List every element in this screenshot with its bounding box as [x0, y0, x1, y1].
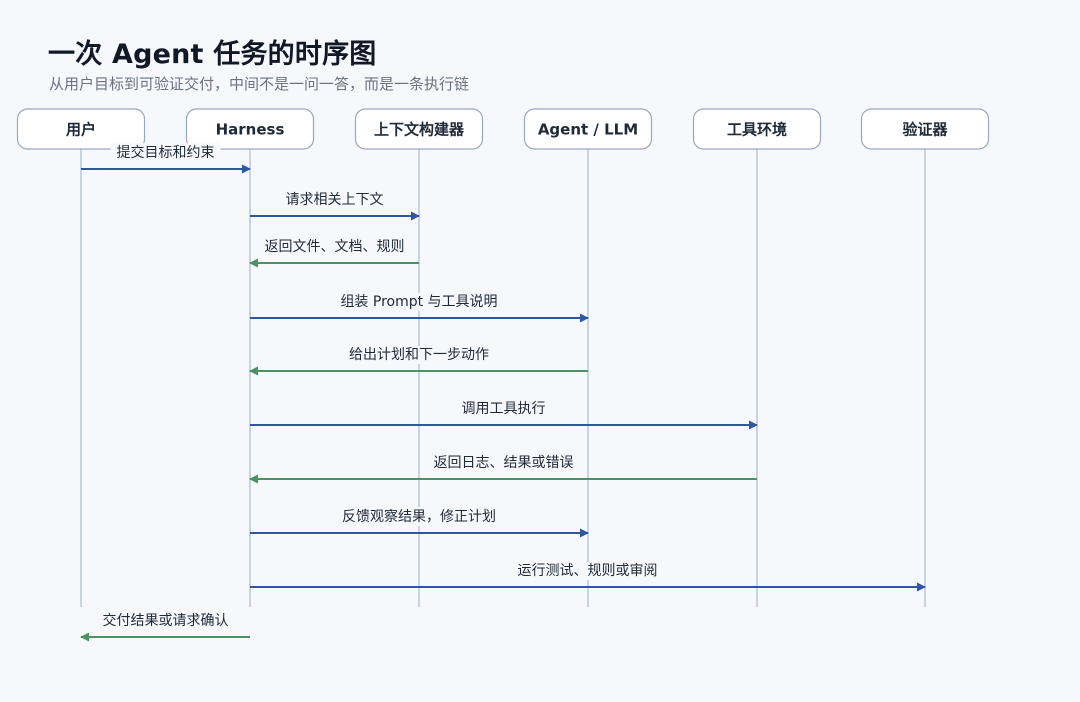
participant-box [16, 108, 146, 150]
diagram-subtitle: 从用户目标到可验证交付，中间不是一问一答，而是一条执行链 [49, 75, 470, 93]
participant-box [860, 108, 990, 150]
message-label-bg [279, 191, 390, 209]
message-label: 组装 Prompt 与工具说明 [340, 294, 497, 310]
message-label-bg [336, 507, 502, 526]
message-label: 运行测试、规则或审阅 [518, 563, 658, 579]
message-label: 交付结果或请求确认 [103, 612, 229, 629]
message-label: 提交目标和约束 [117, 144, 215, 161]
message-4: 组装 Prompt 与工具说明 [250, 293, 589, 323]
participant-box [692, 108, 822, 150]
message-label-bg [427, 454, 580, 472]
message-label-bg [96, 611, 235, 630]
participant-context: 上下文构建器 [354, 108, 484, 150]
message-label-bg [455, 400, 552, 418]
message-label-bg [343, 346, 495, 364]
message-label-bg [258, 238, 411, 256]
participant-box [354, 108, 484, 150]
message-9: 运行测试、规则或审阅 [250, 562, 926, 592]
participant-harness: Harness [185, 108, 315, 150]
participant-label: 验证器 [902, 121, 948, 139]
message-6: 调用工具执行 [250, 400, 758, 430]
participant-box [523, 108, 653, 150]
participant-verifier: 验证器 [860, 108, 990, 150]
message-5: 给出计划和下一步动作 [249, 346, 588, 376]
diagram-title: 一次 Agent 任务的时序图 [48, 39, 377, 70]
message-3: 返回文件、文档、规则 [249, 238, 419, 268]
message-7: 返回日志、结果或错误 [249, 454, 757, 484]
participant-label: 上下文构建器 [374, 121, 465, 139]
message-label: 给出计划和下一步动作 [349, 347, 489, 363]
participant-label: 工具环境 [727, 121, 787, 139]
message-1: 提交目标和约束 [81, 143, 251, 174]
participant-tools: 工具环境 [692, 108, 822, 150]
message-label: 请求相关上下文 [286, 192, 384, 208]
participant-box [185, 108, 315, 150]
message-label-bg [334, 293, 504, 311]
participant-label: Agent / LLM [538, 121, 638, 139]
message-label: 调用工具执行 [462, 401, 546, 417]
message-label: 返回日志、结果或错误 [434, 455, 574, 471]
message-2: 请求相关上下文 [250, 191, 420, 221]
participant-user: 用户 [16, 108, 146, 150]
participant-llm: Agent / LLM [523, 108, 653, 150]
message-label: 返回文件、文档、规则 [265, 239, 405, 255]
message-label-bg [110, 143, 221, 162]
message-label: 反馈观察结果，修正计划 [342, 508, 496, 525]
participant-label: Harness [216, 121, 285, 139]
message-8: 反馈观察结果，修正计划 [250, 507, 589, 538]
participant-label: 用户 [66, 121, 96, 139]
message-10: 交付结果或请求确认 [80, 611, 250, 642]
message-label-bg [511, 562, 664, 580]
